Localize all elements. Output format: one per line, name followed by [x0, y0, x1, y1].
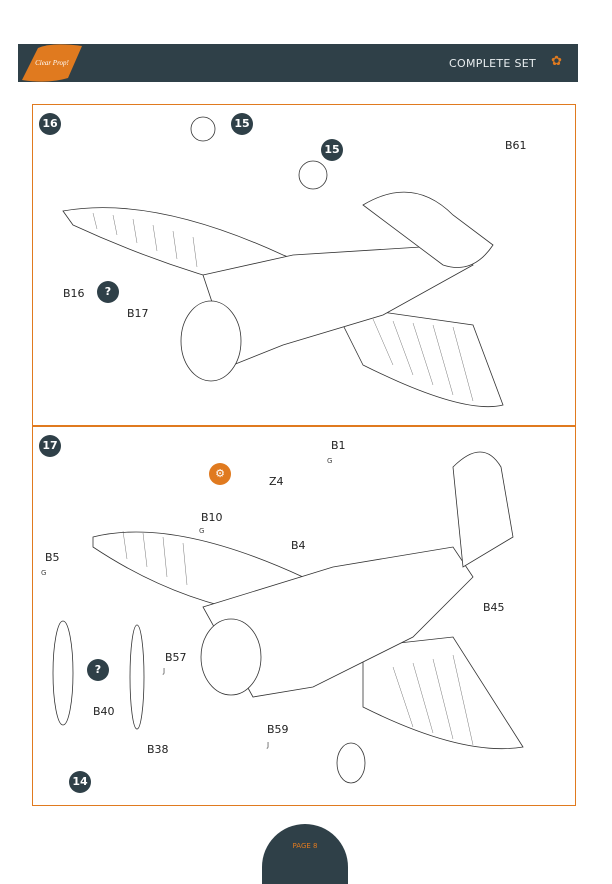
set-title: COMPLETE SET — [449, 57, 536, 70]
part-label: Z4 — [269, 475, 284, 488]
svg-text:Clear Prop!: Clear Prop! — [35, 59, 69, 67]
part-label: B40 — [93, 705, 115, 718]
help-icon: ? — [87, 659, 109, 681]
step-16-panel: 16 15 15 B61 B16 ? B17 — [32, 104, 576, 426]
right-wing — [332, 304, 504, 408]
step-17-panel: 17 B1 G ⚙ Z4 B10 G B4 B5 G B45 B57 J ? B… — [32, 426, 576, 806]
tail-fin — [452, 451, 514, 568]
part-label: B59 — [267, 723, 289, 736]
wheel-part — [298, 160, 328, 190]
sprue-letter: G — [199, 527, 205, 535]
part-label: B38 — [147, 743, 169, 756]
engine-cowling — [180, 300, 242, 382]
part-label: B16 — [63, 287, 85, 300]
brand-logo: Clear Prop! — [22, 44, 82, 82]
part-label: B61 — [505, 139, 527, 152]
part-label: B4 — [291, 539, 306, 552]
sprue-letter: G — [41, 569, 47, 577]
page-footer: PAGE 8 — [262, 824, 348, 884]
part-label: B10 — [201, 511, 223, 524]
part-label: B5 — [45, 551, 60, 564]
part-callout: 14 — [69, 771, 91, 793]
part-label: B1 — [331, 439, 346, 452]
header-bar: COMPLETE SET ✿ — [18, 44, 578, 82]
step-number: 16 — [39, 113, 61, 135]
wheel-part — [190, 116, 216, 142]
part-label: B17 — [127, 307, 149, 320]
part-callout: 15 — [321, 139, 343, 161]
step-number: 17 — [39, 435, 61, 457]
tail-fin — [362, 191, 494, 268]
step-17-drawing — [52, 451, 524, 784]
gear-icon: ✿ — [551, 54, 562, 69]
fuselage — [202, 244, 474, 366]
right-wing — [362, 636, 524, 750]
part-label: B45 — [483, 601, 505, 614]
sprue-letter: J — [267, 741, 270, 749]
landing-wheel — [336, 742, 366, 784]
propeller-blade — [52, 620, 74, 726]
part-callout: 15 — [231, 113, 253, 135]
part-label: B57 — [165, 651, 187, 664]
sprue-letter: J — [163, 667, 166, 675]
fuselage — [202, 546, 474, 698]
step-16-drawing — [62, 116, 504, 408]
help-icon: ? — [97, 281, 119, 303]
engine-cowling — [200, 618, 262, 696]
page-number: PAGE 8 — [292, 842, 318, 850]
propeller-blade — [129, 624, 145, 730]
drill-icon: ⚙ — [209, 463, 231, 485]
sprue-letter: G — [327, 457, 333, 465]
